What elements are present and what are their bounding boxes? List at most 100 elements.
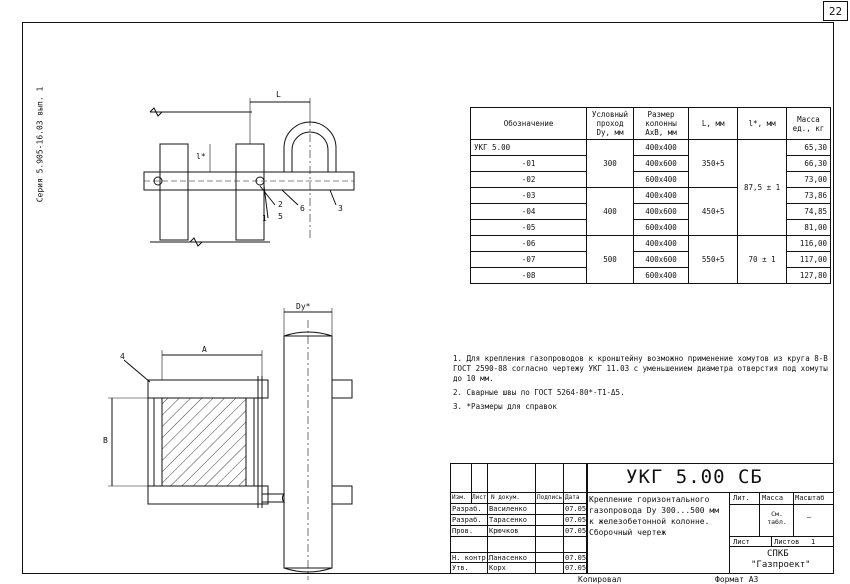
mass-value: См. табл. bbox=[767, 510, 787, 526]
col-sign: Подпись bbox=[537, 494, 563, 501]
cell-size: 400x400 bbox=[632, 235, 690, 252]
name-3: Крючков bbox=[489, 527, 519, 535]
date-1: 07.05 bbox=[565, 505, 587, 513]
cell-l: 70 ± 1 bbox=[737, 235, 787, 284]
date-5: 07.05 bbox=[565, 564, 587, 572]
mass-label: Масса bbox=[762, 494, 784, 502]
callout-1: 1 bbox=[262, 214, 267, 223]
title-block: УКГ 5.00 СБ Крепление горизонтального га… bbox=[450, 463, 834, 574]
cell-dy: 300 bbox=[586, 139, 634, 188]
col-list: Лист bbox=[472, 494, 487, 501]
col-date: Дата bbox=[565, 494, 580, 501]
org-line-2: "Газпроект" bbox=[751, 560, 811, 570]
col-doc: N докум. bbox=[491, 494, 520, 501]
name-5: Корх bbox=[489, 564, 506, 572]
callout-4: 4 bbox=[120, 352, 125, 361]
col-izm: Изм. bbox=[452, 494, 467, 501]
cell-mass: 66,30 bbox=[785, 155, 832, 172]
cell-mass: 81,00 bbox=[785, 219, 832, 236]
cell-mass: 127,80 bbox=[785, 267, 832, 284]
title-line-4: Сборочный чертеж bbox=[589, 528, 667, 537]
drawing-code: УКГ 5.00 СБ bbox=[626, 466, 763, 488]
cell-designation: -08 bbox=[469, 267, 588, 284]
cell-designation: -07 bbox=[469, 251, 588, 268]
scale-label: Масштаб bbox=[795, 494, 825, 502]
header-size: Размер колонны AxB, мм bbox=[632, 107, 690, 140]
sheets-value: 1 bbox=[811, 538, 816, 546]
dim-label-L: L bbox=[276, 90, 281, 99]
role-5: Утв. bbox=[452, 564, 469, 572]
name-1: Василенко bbox=[489, 505, 527, 513]
cell-size: 600x400 bbox=[632, 219, 690, 236]
cell-designation: -06 bbox=[469, 235, 588, 252]
note-3: 3. *Размеры для справок bbox=[453, 402, 557, 411]
header-mass: Масса ед., кг bbox=[785, 107, 832, 140]
top-view bbox=[143, 98, 355, 247]
role-2: Разраб. bbox=[452, 516, 482, 524]
cell-dy: 500 bbox=[586, 235, 634, 284]
table-row: УКГ 5.00 300 400x400 350+5 87,5 ± 1 65,3… bbox=[469, 139, 832, 236]
cell-mass: 117,00 bbox=[785, 251, 832, 268]
footer-copied: Копировал bbox=[578, 575, 622, 584]
sheet-label: Лист bbox=[733, 538, 750, 546]
date-2: 07.05 bbox=[565, 516, 587, 524]
cell-designation: -02 bbox=[469, 171, 588, 188]
title-line-1: Крепление горизонтального bbox=[589, 495, 710, 504]
callout-3: 3 bbox=[338, 204, 343, 213]
lit-label: Лит. bbox=[733, 494, 750, 502]
notes: 1. Для крепления газопроводов к кронштей… bbox=[453, 354, 831, 416]
header-designation: Обозначение bbox=[469, 107, 588, 140]
cell-designation: -05 bbox=[469, 219, 588, 236]
callout-5: 5 bbox=[278, 212, 283, 221]
cell-size: 400x400 bbox=[632, 139, 690, 156]
cell-mass: 73,00 bbox=[785, 171, 832, 188]
cell-size: 600x400 bbox=[632, 267, 690, 284]
callout-2: 2 bbox=[278, 200, 283, 209]
cell-mass: 116,00 bbox=[785, 235, 832, 252]
cell-L: 450+5 bbox=[688, 187, 739, 236]
dim-label-B: B bbox=[103, 436, 108, 445]
cell-size: 400x400 bbox=[632, 187, 690, 204]
note-1: 1. Для крепления газопроводов к кронштей… bbox=[453, 354, 828, 383]
role-1: Разраб. bbox=[452, 505, 482, 513]
page-number: 22 bbox=[823, 1, 848, 21]
table-row: -05 600x400 81,00 bbox=[469, 219, 832, 236]
table-row: -08 600x400 127,80 bbox=[469, 267, 832, 284]
cell-mass: 74,85 bbox=[785, 203, 832, 220]
role-4: Н. контр. bbox=[452, 554, 490, 562]
header-l: l*, мм bbox=[737, 107, 787, 140]
cell-dy: 400 bbox=[586, 187, 634, 236]
table-row: -06 500 400x400 550+5 70 ± 1 116,00 bbox=[469, 235, 832, 284]
header-dy: Условный проход Dy, мм bbox=[586, 107, 634, 140]
cell-designation: -03 bbox=[469, 187, 588, 204]
table-row: -02 600x400 73,00 bbox=[469, 171, 832, 188]
cell-mass: 65,30 bbox=[785, 139, 832, 156]
cell-L: 350+5 bbox=[688, 139, 739, 188]
callout-6: 6 bbox=[300, 204, 305, 213]
title-line-3: к железобетонной колонне. bbox=[589, 517, 710, 526]
cell-designation: -01 bbox=[469, 155, 588, 172]
sheets-label: Листов bbox=[774, 538, 800, 546]
cell-L: 550+5 bbox=[688, 235, 739, 284]
cell-l: 87,5 ± 1 bbox=[737, 139, 787, 236]
name-2: Тарасенко bbox=[489, 516, 527, 524]
drawing-frame bbox=[22, 22, 834, 574]
cell-mass: 73,86 bbox=[785, 187, 832, 204]
cell-size: 400x600 bbox=[632, 251, 690, 268]
header-L: L, мм bbox=[688, 107, 739, 140]
cell-designation: -04 bbox=[469, 203, 588, 220]
note-2: 2. Сварные швы по ГОСТ 5264-80*-Т1-Δ5. bbox=[453, 388, 625, 397]
cell-designation: УКГ 5.00 bbox=[469, 139, 588, 156]
scale-value: — bbox=[807, 513, 812, 521]
front-view bbox=[108, 308, 353, 580]
cell-size: 400x600 bbox=[632, 203, 690, 220]
table-row: -03 400 400x400 450+5 73,86 bbox=[469, 187, 832, 236]
spec-table: Обозначение Условный проход Dy, мм Разме… bbox=[469, 107, 832, 284]
cell-size: 600x400 bbox=[632, 171, 690, 188]
dim-label-l: l* bbox=[196, 152, 206, 161]
name-4: Панасенко bbox=[489, 554, 527, 562]
spec-table-header: Обозначение Условный проход Dy, мм Разме… bbox=[469, 107, 832, 140]
org-line-1: СПКБ bbox=[767, 549, 789, 559]
date-4: 07.05 bbox=[565, 554, 587, 562]
